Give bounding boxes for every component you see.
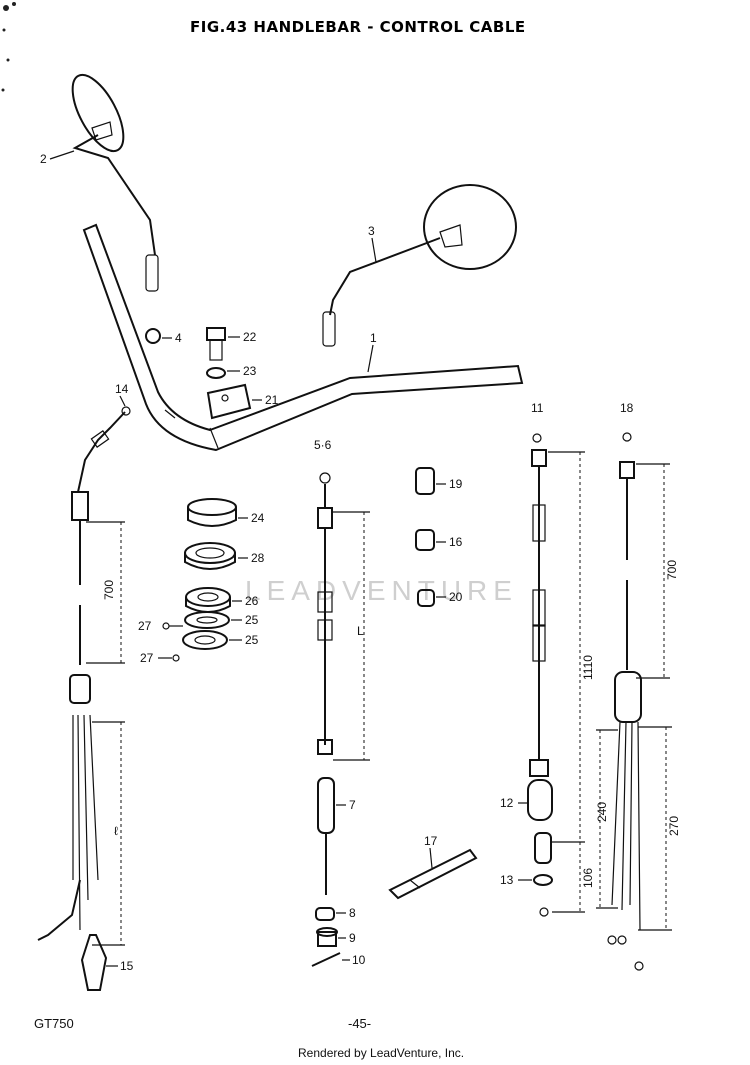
part-22-bolt [206, 327, 226, 361]
watermark-text: LEADVENTURE [245, 575, 518, 606]
callout-2: 2 [40, 152, 47, 166]
callout-8: 8 [349, 906, 356, 920]
callout-9: 9 [349, 931, 356, 945]
cable-18 [607, 432, 644, 971]
dim-clutch-l: ℓ [114, 824, 118, 838]
callout-3: 3 [368, 224, 375, 238]
footer-credit: Rendered by LeadVenture, Inc. [298, 1046, 465, 1060]
callout-12: 12 [500, 796, 514, 810]
dim-cable18-270: 270 [667, 816, 681, 836]
dim-cable11-106: 106 [581, 868, 595, 888]
dim-cable11-1110: 1110 [581, 655, 595, 680]
callout-20: 20 [449, 590, 463, 604]
callout-22: 22 [243, 330, 257, 344]
callout-4: 4 [175, 331, 182, 345]
part-10 [311, 952, 341, 967]
callout-27-a: 27 [138, 619, 152, 633]
callout-28: 28 [251, 551, 265, 565]
figure-title: FIG.43 HANDLEBAR - CONTROL CABLE [190, 18, 526, 36]
callout-5-6: 5·6 [314, 438, 332, 452]
throttle-cable [317, 472, 335, 895]
callout-21: 21 [265, 393, 279, 407]
part-28 [184, 542, 236, 570]
handlebar [82, 223, 524, 452]
part-19 [415, 467, 435, 495]
part-25-lower [182, 630, 228, 650]
part-9 [316, 927, 338, 947]
callout-7: 7 [349, 798, 356, 812]
callout-15: 15 [120, 959, 134, 973]
callout-1: 1 [370, 331, 377, 345]
left-mirror [71, 73, 159, 292]
callout-10: 10 [352, 953, 366, 967]
part-4-nut [145, 328, 161, 344]
callout-25-a: 25 [245, 613, 259, 627]
callout-18: 18 [620, 401, 634, 415]
right-mirror [322, 184, 517, 347]
footer-model: GT750 [34, 1016, 74, 1031]
part-26 [185, 587, 231, 613]
scan-speckle [1, 2, 16, 92]
callout-11: 11 [531, 401, 544, 415]
part-20 [417, 589, 435, 607]
callout-26: 26 [245, 594, 259, 608]
callout-14: 14 [115, 382, 129, 396]
callout-19: 19 [449, 477, 463, 491]
part-23-washer [206, 367, 226, 379]
callout-23: 23 [243, 364, 257, 378]
footer-page-number: -45- [348, 1016, 372, 1031]
callout-17: 17 [424, 834, 438, 848]
part-16 [415, 529, 435, 551]
part-17-strap [388, 848, 478, 900]
callout-13: 13 [500, 873, 514, 887]
part-21-holder [206, 383, 252, 420]
dim-clutch-700: 700 [102, 580, 116, 600]
callout-27-b: 27 [140, 651, 154, 665]
callout-25-b: 25 [245, 633, 259, 647]
clutch-cable [37, 406, 131, 991]
dim-throttle-l: L [357, 624, 364, 638]
part-24 [187, 498, 237, 527]
dim-cable18-700: 700 [665, 560, 679, 580]
part-8 [315, 907, 335, 921]
cable-11 [527, 433, 553, 917]
callout-24: 24 [251, 511, 265, 525]
part-25-upper [184, 611, 230, 629]
dim-cable18-240: 240 [595, 802, 609, 822]
callout-16: 16 [449, 535, 463, 549]
